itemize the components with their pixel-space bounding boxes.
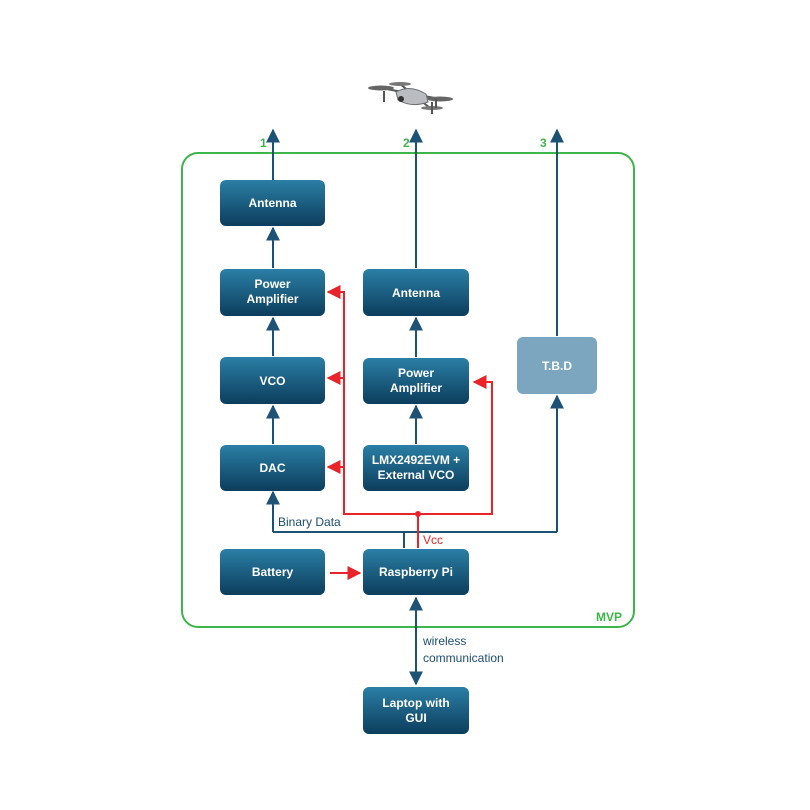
power-lines [326,285,493,580]
binary-data-label: Binary Data [278,515,341,529]
block-battery: Battery [220,549,325,595]
block-vco: VCO [220,357,325,404]
svg-text:VCO: VCO [259,374,285,388]
block-antenna-1: Antenna [220,180,325,226]
block-lmx2492evm: LMX2492EVM + External VCO [363,445,469,491]
svg-text:DAC: DAC [260,461,286,475]
block-power-amplifier-2: Power Amplifier [363,358,469,404]
vcc-to-pa2 [418,375,493,515]
block-laptop-gui: Laptop with GUI [363,687,469,734]
vcc-to-pa1 [326,285,418,515]
svg-text:External VCO: External VCO [378,468,455,482]
block-tbd: T.B.D [517,337,597,394]
block-dac: DAC [220,445,325,491]
drone-icon [368,82,453,114]
mvp-label: MVP [596,610,622,624]
svg-text:Amplifier: Amplifier [246,292,298,306]
svg-text:Power: Power [254,277,290,291]
svg-text:GUI: GUI [405,711,426,725]
signal-lines [266,128,564,686]
vcc-label: Vcc [423,533,443,547]
svg-text:LMX2492EVM +: LMX2492EVM + [372,453,460,467]
block-power-amplifier-1: Power Amplifier [220,269,325,316]
svg-text:Laptop with: Laptop with [382,696,449,710]
svg-text:Raspberry Pi: Raspberry Pi [379,565,453,579]
block-raspberry-pi: Raspberry Pi [363,549,469,595]
path-1-label: 1 [260,136,267,150]
vcc-junction [415,511,421,517]
svg-text:Amplifier: Amplifier [390,381,442,395]
svg-text:Battery: Battery [252,565,294,579]
path-3-label: 3 [540,136,547,150]
block-label: Antenna [249,196,297,210]
svg-text:Power: Power [398,366,434,380]
wireless-label-line2: communication [423,651,504,665]
svg-text:Antenna: Antenna [392,286,440,300]
path-2-label: 2 [403,136,410,150]
block-antenna-2: Antenna [363,269,469,316]
svg-text:T.B.D: T.B.D [542,359,572,373]
mvp-boundary [181,152,635,628]
wireless-label-line1: wireless [422,634,466,648]
